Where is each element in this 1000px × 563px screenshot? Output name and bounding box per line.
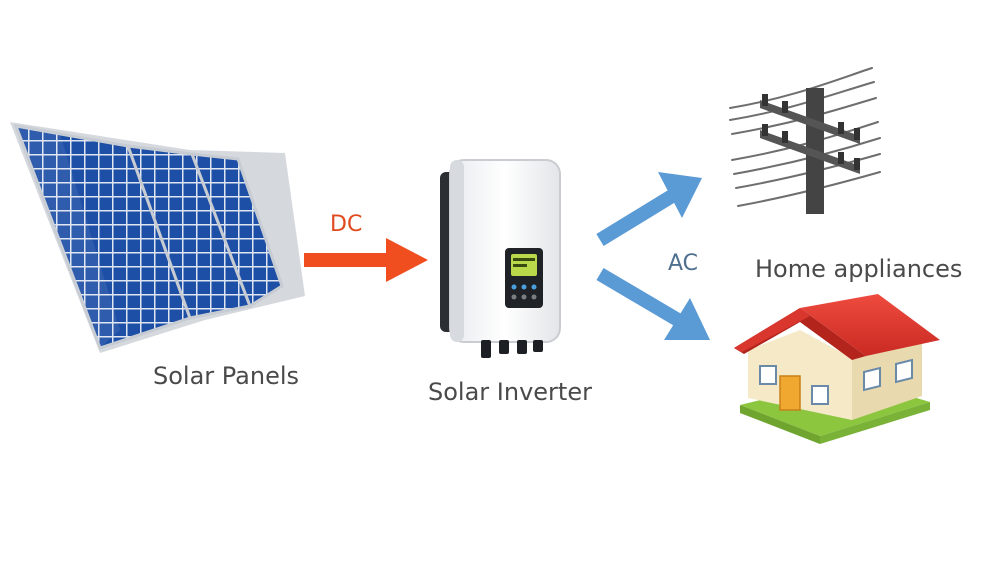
home-appliances-label: Home appliances — [755, 255, 963, 283]
power-pole-icon — [729, 67, 881, 214]
solar-inverter-label: Solar Inverter — [428, 378, 592, 406]
dc-arrow-icon — [304, 238, 428, 282]
ac-label: AC — [668, 251, 699, 276]
solar-panels-icon — [10, 122, 305, 353]
solar-panels-label: Solar Panels — [153, 362, 300, 390]
solar-inverter-icon — [440, 159, 561, 358]
ac-arrow-down-icon — [596, 267, 710, 340]
house-icon — [734, 294, 940, 444]
ac-arrow-up-icon — [596, 172, 702, 246]
dc-label: DC — [330, 212, 363, 237]
